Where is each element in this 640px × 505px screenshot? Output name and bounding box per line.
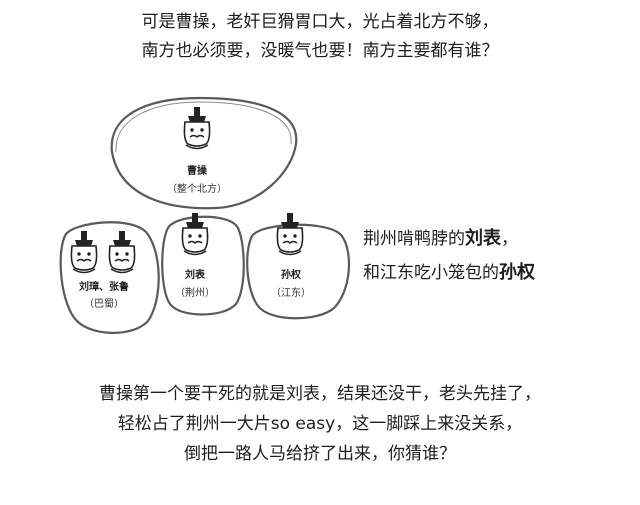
side-note-line-1-suffix: ， — [501, 229, 518, 249]
bottom-caption-line-1: 曹操第一个要干死的就是刘表，结果还没干，老头先挂了， — [99, 384, 541, 404]
bottom-caption-line-2: 轻松占了荆州一大片so easy，这一脚踩上来没关系， — [117, 414, 523, 434]
side-note-line-2: 和江东吃小笼包的孙权 — [363, 256, 535, 290]
top-caption-line-2: 南方也必须要，没暖气也要！南方主要都有谁？ — [141, 41, 499, 61]
liu-biao-region: （荆州） — [175, 288, 215, 299]
top-caption: 可是曹操，老奸巨猾胃口大，光占着北方不够， 南方也必须要，没暖气也要！南方主要都… — [0, 8, 640, 66]
side-note: 荆州啃鸭脖的刘表， 和江东吃小笼包的孙权 — [363, 222, 535, 290]
liu-zhang-zhang-lu-name: 刘璋、张鲁 — [79, 282, 129, 293]
bottom-caption-line-3: 倒把一路人马给挤了出来，你猜谁？ — [184, 444, 456, 464]
jiangdong-territory-blob — [246, 223, 351, 320]
bottom-caption: 曹操第一个要干死的就是刘表，结果还没干，老头先挂了， 轻松占了荆州一大片so e… — [0, 379, 640, 469]
liu-biao-highlight: 刘表 — [465, 228, 501, 249]
sun-quan-name: 孙权 — [281, 270, 301, 281]
cao-cao-name: 曹操 — [187, 166, 207, 177]
side-note-line-2-prefix: 和江东吃小笼包的 — [363, 263, 499, 283]
sun-quan-avatar-icon — [276, 212, 304, 256]
side-note-line-1-prefix: 荆州啃鸭脖的 — [363, 229, 465, 249]
side-note-line-1: 荆州啃鸭脖的刘表， — [363, 222, 535, 256]
top-caption-line-1: 可是曹操，老奸巨猾胃口大，光占着北方不够， — [141, 12, 499, 32]
sun-quan-highlight: 孙权 — [499, 262, 535, 283]
cao-cao-region: （整个北方） — [167, 184, 227, 195]
liu-biao-name: 刘表 — [185, 270, 205, 281]
north-territory-blob — [110, 96, 298, 210]
sun-quan-region: （江东） — [271, 288, 311, 299]
liu-zhang-zhang-lu-region: （巴蜀） — [84, 299, 124, 310]
